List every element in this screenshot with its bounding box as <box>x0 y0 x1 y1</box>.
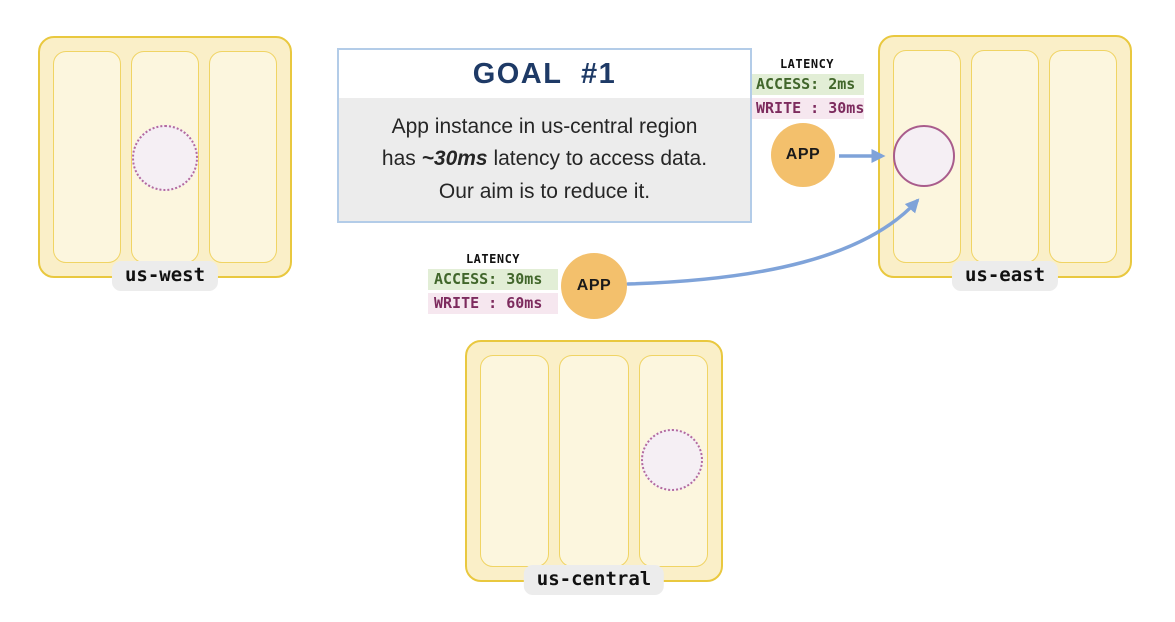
latency-title: LATENCY <box>465 252 521 266</box>
goal-card: GOAL #1 App instance in us-central regio… <box>337 48 752 223</box>
goal-body-line1: App instance in us-central region <box>391 114 698 138</box>
goal-body-line2: has ~30ms latency to access data. <box>381 147 708 171</box>
db-instance-us-east-icon <box>893 125 955 187</box>
region-label-us-west: us-west <box>111 261 219 291</box>
latency-access-row: ACCESS: 30ms <box>428 269 558 290</box>
availability-zone <box>209 51 277 263</box>
latency-title: LATENCY <box>779 57 835 71</box>
latency-panel-central-app: LATENCY ACCESS: 30ms WRITE : 60ms <box>428 252 558 314</box>
goal-body: App instance in us-central region has ~3… <box>339 98 750 221</box>
latency-panel-east-app: LATENCY ACCESS: 2ms WRITE : 30ms <box>750 57 864 119</box>
availability-zone <box>559 355 629 567</box>
availability-zone <box>480 355 550 567</box>
latency-access-row: ACCESS: 2ms <box>750 74 864 95</box>
db-placeholder-us-central-icon <box>641 429 703 491</box>
availability-zone <box>1049 50 1117 263</box>
app-node-east: APP <box>771 123 835 187</box>
goal-latency-emphasis: ~30ms <box>421 147 488 171</box>
availability-zone <box>971 50 1039 263</box>
region-label-us-central: us-central <box>523 565 665 595</box>
goal-header: GOAL #1 <box>339 50 750 98</box>
latency-write-row: WRITE : 30ms <box>750 97 864 119</box>
goal-title: GOAL #1 <box>472 57 617 90</box>
db-placeholder-us-west-icon <box>132 125 198 191</box>
goal-body-line3: Our aim is to reduce it. <box>438 179 651 203</box>
region-label-us-east: us-east <box>951 261 1059 291</box>
availability-zone <box>53 51 121 263</box>
app-node-central: APP <box>561 253 627 319</box>
latency-write-row: WRITE : 60ms <box>428 292 558 314</box>
